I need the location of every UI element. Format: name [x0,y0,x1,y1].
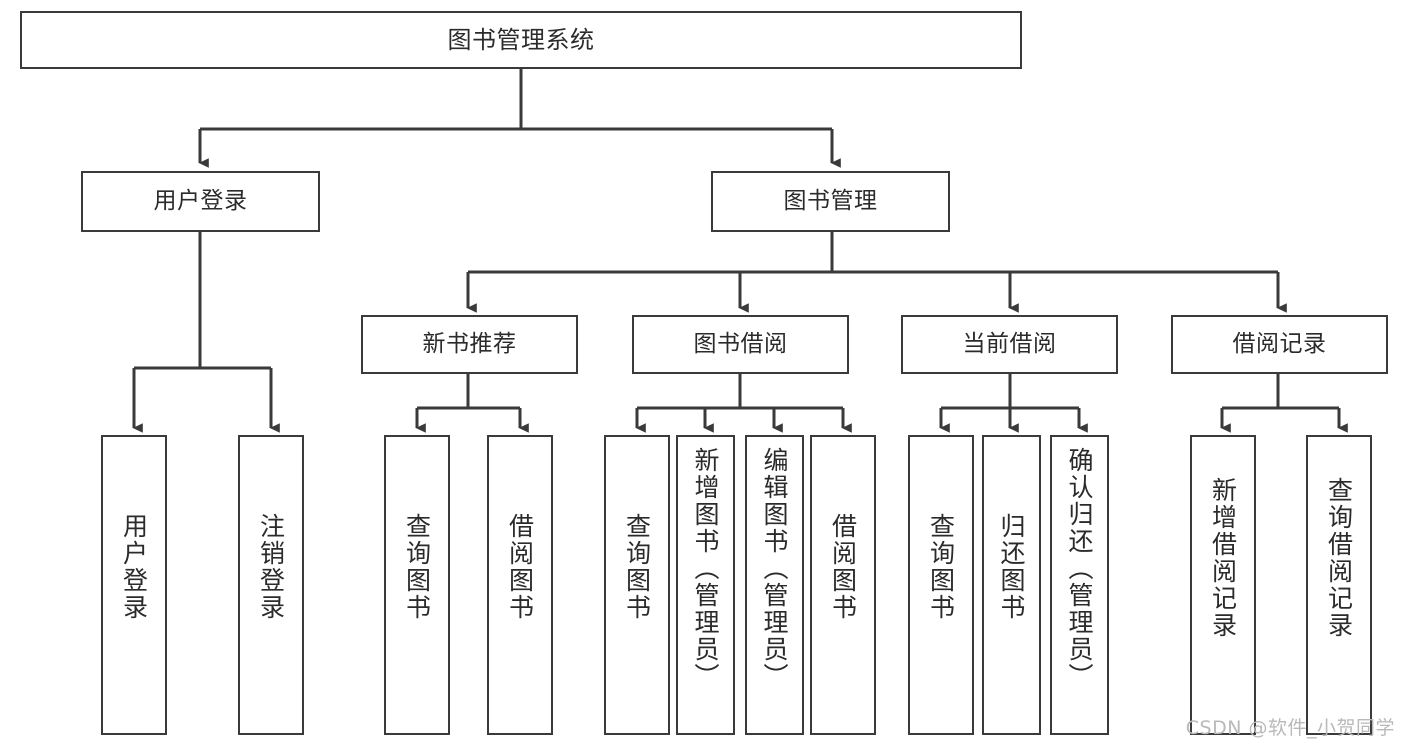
node-label: 新书推荐 [422,330,517,357]
leaf-query-book-borrow[interactable]: 查询图书 [604,435,670,735]
node-label: 用户登录 [153,187,248,214]
node-label: 查询借阅记录 [1324,477,1354,639]
node-label: 图书管理系统 [447,25,595,54]
node-label: 图书管理 [783,187,878,214]
leaf-add-book-admin[interactable]: 新增图书（管理员） [676,435,735,735]
node-label: 图书借阅 [693,330,788,357]
node-current-borrow[interactable]: 当前借阅 [901,315,1118,374]
node-label: 新增图书（管理员） [691,447,720,690]
node-label: 查询图书 [926,513,956,621]
node-user-login[interactable]: 用户登录 [81,171,320,232]
node-book-borrow[interactable]: 图书借阅 [632,315,849,374]
leaf-query-book-recommend[interactable]: 查询图书 [384,435,450,735]
leaf-borrow-book[interactable]: 借阅图书 [810,435,876,735]
node-label: 新增借阅记录 [1208,477,1238,639]
node-label: 注销登录 [256,513,286,621]
leaf-confirm-return-admin[interactable]: 确认归还（管理员） [1050,435,1109,735]
leaf-logout[interactable]: 注销登录 [238,435,304,735]
node-label: 归还图书 [997,513,1026,621]
node-borrow-records[interactable]: 借阅记录 [1171,315,1388,374]
csdn-watermark: CSDN @软件_小贺同学 [1185,717,1395,739]
node-label: 借阅记录 [1232,330,1327,357]
node-label: 查询图书 [622,513,652,621]
node-label: 当前借阅 [962,330,1057,357]
leaf-return-book[interactable]: 归还图书 [982,435,1041,735]
node-label: 借阅图书 [828,513,858,621]
leaf-user-login[interactable]: 用户登录 [101,435,167,735]
node-label: 确认归还（管理员） [1065,447,1094,690]
leaf-query-book-current[interactable]: 查询图书 [908,435,974,735]
leaf-query-borrow-record[interactable]: 查询借阅记录 [1306,435,1372,735]
node-label: 编辑图书（管理员） [760,447,789,690]
node-label: 查询图书 [402,513,432,621]
node-new-book-recommend[interactable]: 新书推荐 [361,315,578,374]
leaf-edit-book-admin[interactable]: 编辑图书（管理员） [745,435,804,735]
node-root-book-management-system[interactable]: 图书管理系统 [20,11,1022,69]
leaf-add-borrow-record[interactable]: 新增借阅记录 [1190,435,1256,735]
leaf-borrow-book-recommend[interactable]: 借阅图书 [487,435,553,735]
node-label: 用户登录 [119,513,149,621]
node-label: 借阅图书 [505,513,535,621]
node-book-management[interactable]: 图书管理 [711,171,950,232]
